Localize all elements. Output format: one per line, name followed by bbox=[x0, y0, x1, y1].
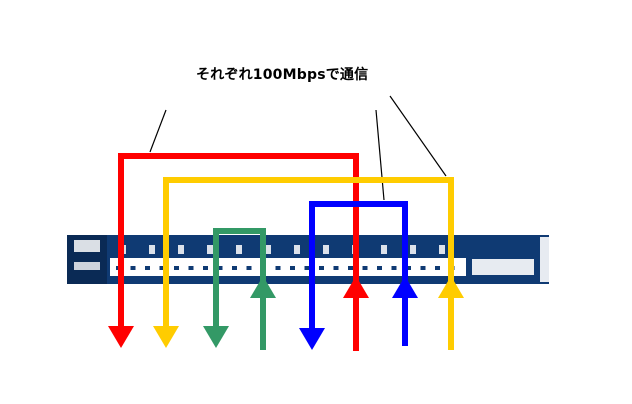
status-led bbox=[149, 245, 155, 254]
status-led bbox=[381, 245, 387, 254]
switch-right-edge bbox=[540, 237, 549, 282]
switch-uplink-module bbox=[472, 259, 534, 275]
port-slot bbox=[377, 266, 382, 270]
yellow-arrow-up-icon bbox=[438, 276, 464, 298]
port-slot bbox=[362, 266, 368, 270]
callout-line-red bbox=[149, 109, 167, 153]
yellow-link-path bbox=[163, 177, 454, 328]
blue-arrow-up-icon bbox=[392, 276, 418, 298]
status-led bbox=[178, 245, 184, 254]
port-slot bbox=[391, 266, 397, 270]
status-led bbox=[294, 245, 300, 254]
yellow-link bbox=[153, 177, 464, 350]
status-led bbox=[265, 245, 271, 254]
port-slot bbox=[130, 266, 136, 270]
port-slot bbox=[348, 266, 353, 270]
green-link bbox=[203, 228, 276, 350]
port-slot bbox=[333, 266, 339, 270]
switch-ports bbox=[116, 266, 455, 270]
yellow-arrow-down-icon bbox=[153, 326, 179, 348]
callout-line-blue bbox=[375, 109, 385, 201]
status-led bbox=[439, 245, 445, 254]
port-slot bbox=[203, 266, 208, 270]
status-led bbox=[236, 245, 242, 254]
status-led bbox=[323, 245, 329, 254]
red-link-path bbox=[118, 153, 359, 328]
port-slot bbox=[159, 266, 165, 270]
caption-label: それぞれ100Mbpsで通信 bbox=[196, 67, 369, 83]
status-led bbox=[410, 245, 416, 254]
port-slot bbox=[174, 266, 179, 270]
switch-led-block bbox=[74, 262, 100, 270]
green-arrow-down-icon bbox=[203, 326, 229, 348]
port-slot bbox=[145, 266, 150, 270]
port-slot bbox=[217, 266, 223, 270]
switch-logo bbox=[74, 240, 100, 252]
switch-port-strip bbox=[110, 258, 466, 276]
green-link-path bbox=[213, 228, 266, 328]
port-slot bbox=[188, 266, 194, 270]
port-slot bbox=[406, 266, 411, 270]
red-arrow-down-icon bbox=[108, 326, 134, 348]
port-slot bbox=[420, 266, 426, 270]
port-slot bbox=[290, 266, 295, 270]
blue-link-path bbox=[309, 201, 408, 330]
network-switch-icon bbox=[67, 235, 549, 284]
callout-line-yellow bbox=[389, 95, 447, 177]
green-arrow-up-icon bbox=[250, 276, 276, 298]
blue-link bbox=[299, 201, 418, 350]
port-slot bbox=[319, 266, 324, 270]
status-led bbox=[207, 245, 213, 254]
blue-arrow-down-icon bbox=[299, 328, 325, 350]
port-slot bbox=[275, 266, 281, 270]
port-slot bbox=[304, 266, 310, 270]
red-arrow-up-icon bbox=[343, 276, 369, 298]
port-slot bbox=[232, 266, 237, 270]
port-slot bbox=[435, 266, 440, 270]
port-slot bbox=[246, 266, 252, 270]
red-link bbox=[108, 153, 369, 351]
callout-lines bbox=[149, 95, 447, 201]
